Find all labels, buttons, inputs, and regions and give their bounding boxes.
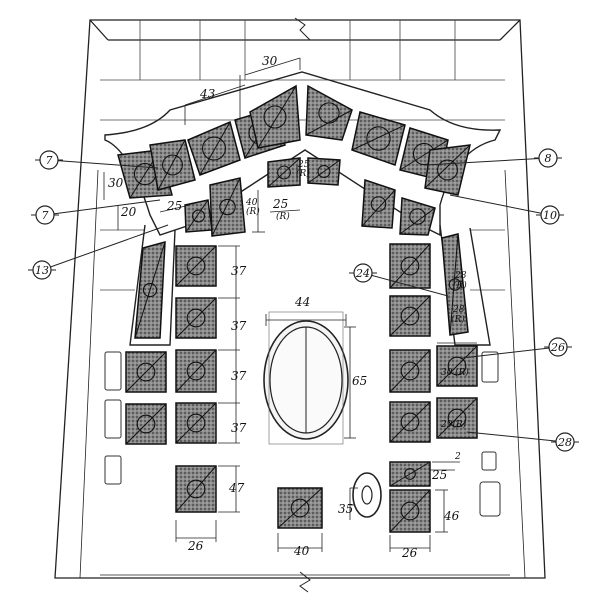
dim-37-a: 37: [231, 264, 247, 278]
tile-3: [249, 84, 301, 149]
dim-20: 20: [120, 205, 137, 219]
callout-1: 7: [35, 150, 159, 170]
dim-37-d: 37: [231, 421, 247, 435]
dimension-lines: [103, 57, 477, 552]
dim-26-left: 26: [187, 539, 204, 553]
dim-28r-b: 28: [452, 305, 465, 315]
background-grid: [100, 20, 505, 291]
tile-13: [184, 199, 213, 233]
callout-label-7: 26: [550, 341, 565, 354]
tile-layer: [117, 84, 478, 533]
dim-40r-r: (R): [246, 206, 260, 217]
dim-37-c: 37: [231, 369, 247, 383]
tile-15: [399, 197, 436, 236]
dim-25r-mid: 25: [272, 197, 288, 211]
dim-25r-top: 25: [297, 160, 310, 170]
central-ellipse: [263, 311, 349, 445]
dim-65: 65: [352, 374, 367, 388]
callout-3: 13: [28, 224, 169, 280]
callout-4: 24: [349, 263, 449, 297]
dim-37-b: 37: [231, 319, 247, 333]
tile-22: [175, 465, 217, 513]
callout-6: 10: [449, 194, 564, 225]
outer-frame: [54, 17, 546, 593]
tile-31: [436, 345, 478, 387]
dim-44: 44: [294, 295, 310, 309]
tile-21: [175, 402, 217, 444]
tile-10: [267, 157, 301, 188]
callout-label-3: 13: [35, 264, 49, 277]
tile-12: [209, 177, 246, 237]
tile-27: [389, 349, 431, 393]
dim-25r-top-r: (R): [296, 168, 310, 179]
dim-line-1: [244, 57, 301, 76]
dim-30-left: 30: [108, 176, 124, 190]
tile-25: [389, 243, 431, 289]
callout-7: 26: [461, 337, 572, 359]
dim-40-bottom: 40: [293, 544, 310, 558]
dim-29r: 29(R): [440, 419, 467, 430]
dim-2: 2: [454, 452, 461, 462]
dimension-text-layer: 30 43 30 20 25 25 (R) 25 (R) 40 (R) 44 6…: [108, 54, 469, 560]
tile-9: [424, 144, 471, 196]
tile-14: [361, 178, 396, 229]
tile-6: [305, 84, 353, 141]
tile-16: [134, 241, 166, 339]
dim-28r-b-r: (R): [451, 314, 465, 325]
tile-23: [125, 351, 167, 393]
dim-line-8: [159, 204, 191, 213]
tile-5: [149, 139, 196, 191]
callout-label-2: 7: [42, 209, 49, 222]
dim-46: 46: [443, 509, 460, 523]
tile-19: [175, 297, 217, 339]
dim-47: 47: [228, 481, 245, 495]
tile-33: [277, 487, 323, 529]
tile-32: [436, 397, 478, 439]
dim-line-4: [184, 84, 246, 106]
dim-28r-a-r: (R): [453, 280, 467, 291]
tile-18: [175, 245, 217, 287]
dim-40r: 40: [245, 198, 258, 208]
tile-29: [389, 461, 431, 487]
small-oval: [352, 472, 382, 518]
tile-24: [125, 403, 167, 445]
dim-30r-r: (R): [455, 367, 469, 378]
dim-35: 35: [338, 502, 353, 516]
dim-43: 43: [199, 87, 216, 101]
tile-7: [351, 111, 406, 166]
tile-30: [389, 489, 431, 533]
dim-30-top: 30: [262, 54, 278, 68]
callout-label-1: 7: [46, 154, 53, 167]
dim-25-right: 25: [431, 468, 447, 482]
callout-2: 7: [31, 199, 161, 225]
tile-20: [175, 349, 217, 393]
tile-1: [187, 120, 241, 176]
dim-30r: 30: [441, 368, 453, 378]
tile-11: [307, 157, 341, 186]
dim-25r-mid-r: (R): [276, 211, 290, 222]
callout-5: 8: [424, 148, 562, 168]
dim-26-right: 26: [401, 546, 418, 560]
dim-25-left: 25: [166, 199, 182, 213]
callout-label-6: 10: [543, 209, 557, 222]
tile-17: [441, 233, 469, 336]
dim-line-9: [269, 209, 301, 213]
tile-28: [389, 401, 431, 443]
dim-28r-a: 28: [454, 271, 467, 281]
side-boxes: [104, 351, 501, 517]
tile-26: [389, 295, 431, 337]
callout-label-5: 8: [545, 152, 552, 165]
callout-label-8: 28: [557, 436, 572, 449]
callout-label-4: 24: [355, 267, 370, 280]
callout-layer: 7 7 13 24 8 10 26 28: [28, 148, 579, 452]
callout-8: 28: [466, 431, 579, 452]
